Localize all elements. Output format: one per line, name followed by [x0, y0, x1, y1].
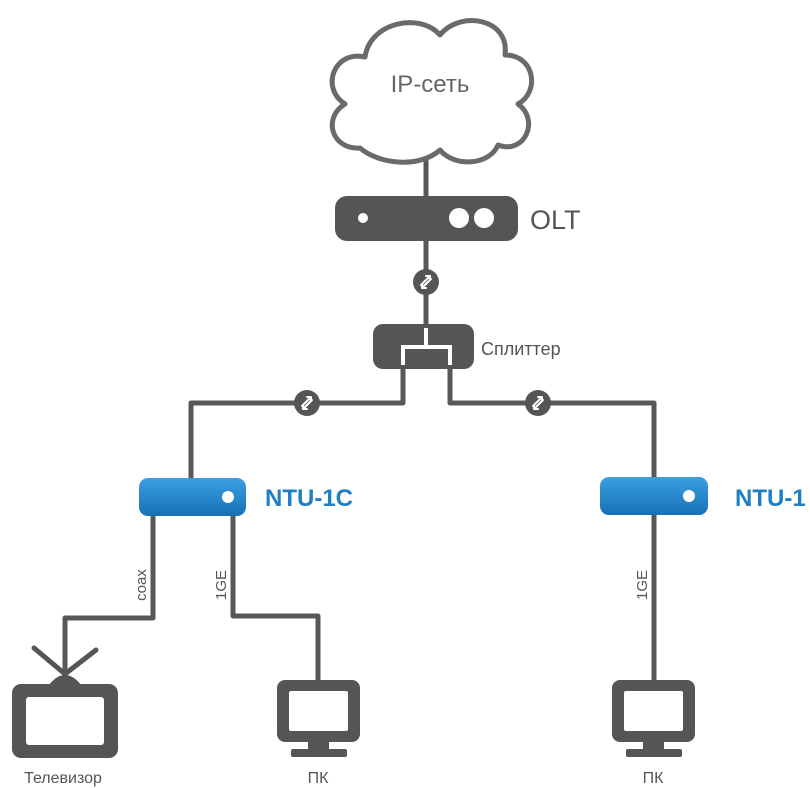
splitter-device: Сплиттер — [373, 324, 561, 369]
pc-left-label: ПК — [308, 770, 330, 787]
olt-port-icon — [474, 208, 494, 228]
line-splitter-ntu1 — [447, 355, 657, 484]
ntu-1-led-icon — [683, 490, 695, 502]
ntu-1c-led-icon — [222, 491, 234, 503]
olt-port-icon — [449, 208, 469, 228]
optical-connector-icon — [413, 269, 439, 295]
splitter-label: Сплиттер — [481, 339, 561, 359]
olt-label: OLT — [530, 205, 581, 235]
tv-label: Телевизор — [24, 770, 102, 787]
pc-monitor-icon: ПК — [277, 680, 360, 787]
ntu-1c-device: NTU-1C — [139, 478, 353, 516]
pc-right-label: ПК — [643, 770, 665, 787]
ntu-1-device: NTU-1 — [600, 477, 806, 515]
ntu-1c-label: NTU-1C — [265, 485, 353, 512]
ge-link-label-right: 1GE — [634, 570, 651, 600]
optical-connector-icon — [525, 390, 551, 416]
olt-led-icon — [358, 213, 368, 223]
ntu-1-label: NTU-1 — [735, 485, 806, 512]
tv-icon: Телевизор — [12, 645, 118, 787]
line-coax-tv — [62, 510, 156, 680]
ip-network-cloud: IP-сеть — [329, 18, 535, 165]
line-splitter-ntu1c — [188, 355, 406, 484]
ge-link-label-left: 1GE — [213, 570, 230, 600]
olt-device: OLT — [335, 196, 581, 241]
line-1ge-pc-left — [230, 510, 321, 680]
optical-connector-icon — [294, 390, 320, 416]
coax-link-label: coax — [133, 569, 150, 601]
pc-monitor-icon: ПК — [612, 680, 695, 787]
cloud-label: IP-сеть — [391, 71, 470, 98]
